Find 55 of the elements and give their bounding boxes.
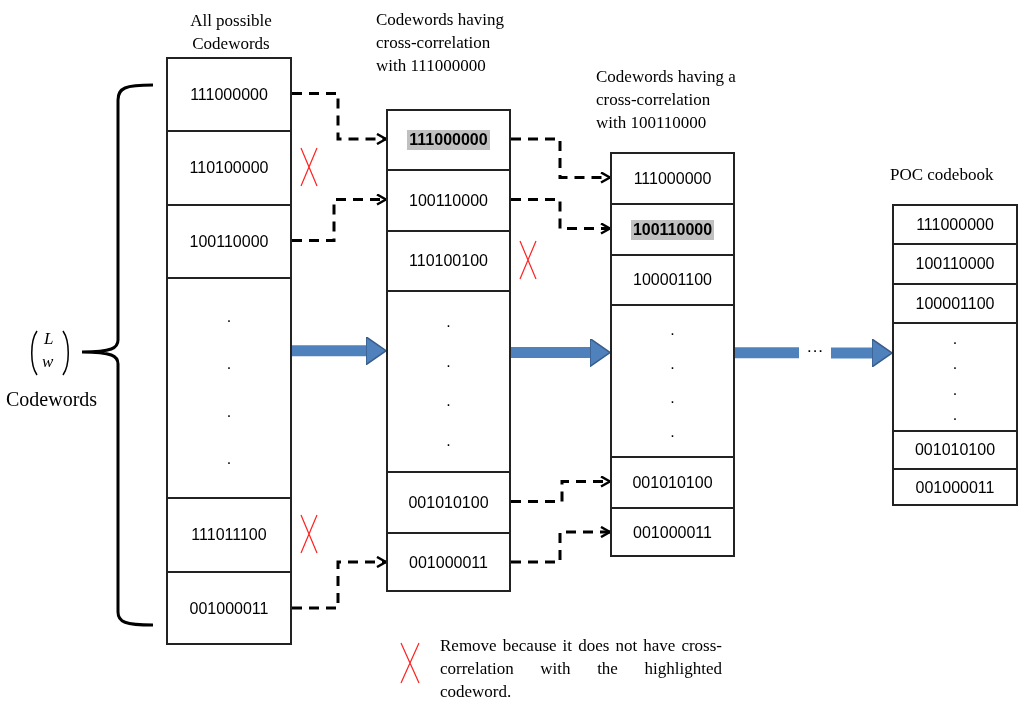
ellipsis-dot: . xyxy=(446,351,451,372)
ellipsis-dot: . xyxy=(670,422,675,442)
codeword-text: 001000011 xyxy=(189,599,269,619)
codeword-text: 111000000 xyxy=(407,130,490,150)
column-heading: POC codebook xyxy=(890,164,995,186)
block-arrow xyxy=(831,338,893,368)
codeword-text: 100110000 xyxy=(409,190,488,211)
codeword-text: 001000011 xyxy=(633,523,712,543)
codeword-text: 100110000 xyxy=(915,254,995,274)
ellipsis-dot: . xyxy=(226,449,232,470)
codeword-text: 001010100 xyxy=(632,472,713,493)
codeword-text: 111000000 xyxy=(633,168,712,189)
dashed-arrow xyxy=(511,525,612,564)
codeword-text: 100001100 xyxy=(633,270,712,290)
ellipsis-dot: . xyxy=(952,354,958,375)
brace-label: Codewords xyxy=(6,387,98,412)
codeword-text: 001010100 xyxy=(914,440,996,460)
codeword-text: 100001100 xyxy=(915,293,995,314)
ellipsis-dot: . xyxy=(670,388,675,408)
column-heading: Codewords having cross-correlation with 111000000 xyxy=(376,9,505,77)
binomial-bottom: w xyxy=(42,352,54,372)
dashed-arrow xyxy=(511,198,612,235)
codeword-text: 100110000 xyxy=(189,231,269,252)
dashed-arrow xyxy=(511,137,612,184)
ellipsis-dot: . xyxy=(952,329,958,350)
legend-text: Remove because it does not have cross-correlation with the highlighted codeword. xyxy=(440,635,722,703)
codeword-text: 111000000 xyxy=(190,84,268,105)
dashed-arrow xyxy=(511,475,612,503)
ellipsis-dot: . xyxy=(952,379,958,400)
ellipsis-dot: . xyxy=(952,404,958,425)
ellipsis-dot: . xyxy=(446,391,451,412)
ellipsis-dot: . xyxy=(446,311,451,332)
binomial-top: L xyxy=(44,329,54,349)
dashed-arrow xyxy=(292,555,388,610)
codeword-text: 111000000 xyxy=(916,214,994,235)
dashed-arrow xyxy=(292,193,388,242)
codeword-text: 110100100 xyxy=(409,251,488,271)
ellipsis-dot: . xyxy=(446,431,451,452)
block-arrow xyxy=(292,336,387,366)
column-heading: All possible Codewords xyxy=(189,10,273,55)
column-heading: Codewords having a cross-correlation with 100110000 xyxy=(596,66,737,134)
ellipsis-dot: . xyxy=(226,401,232,422)
dashed-arrow xyxy=(292,92,388,146)
codeword-text: 111011100 xyxy=(191,525,267,545)
codeword-text: 001010100 xyxy=(408,492,489,513)
block-arrow xyxy=(511,337,611,368)
continuation-ellipsis: ··· xyxy=(799,339,831,363)
ellipsis-dot: . xyxy=(226,306,232,327)
codeword-text: 001000011 xyxy=(915,478,995,498)
codeword-text: 110100000 xyxy=(189,158,269,178)
codeword-text: 100110000 xyxy=(630,219,715,240)
ellipsis-dot: . xyxy=(226,354,232,375)
ellipsis-dot: . xyxy=(670,354,675,374)
codeword-text: 001000011 xyxy=(409,553,488,573)
ellipsis-dot: . xyxy=(670,320,675,340)
